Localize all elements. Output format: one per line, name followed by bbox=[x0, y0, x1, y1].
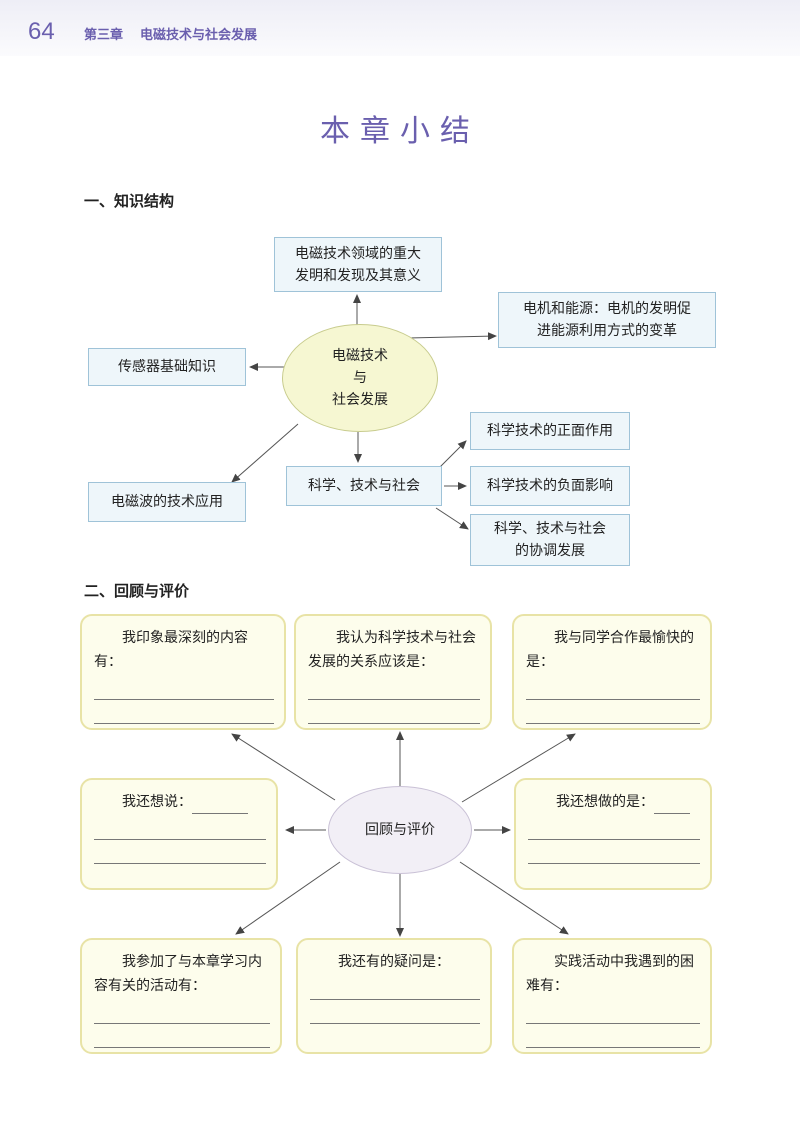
card-prompt: 我还有的疑问是： bbox=[338, 954, 450, 970]
writing-line[interactable] bbox=[526, 676, 700, 700]
card-want-to-do: 我还想做的是： bbox=[514, 778, 712, 890]
box-coordinated-line-1: 科学、技术与社会 bbox=[494, 521, 606, 537]
card-sts-relationship: 我认为科学技术与社会发展的关系应该是： bbox=[294, 614, 492, 730]
arrow-to-sub-box-3 bbox=[435, 507, 469, 530]
card-prompt: 我参加了与本章学习内容有关的活动有： bbox=[94, 954, 262, 994]
arrow-to-top-right-card bbox=[461, 733, 576, 803]
box-positive-role: 科学技术的正面作用 bbox=[470, 412, 630, 450]
box-motors-energy-line-1: 电机和能源：电机的发明促 bbox=[523, 301, 691, 317]
writing-line[interactable] bbox=[526, 1024, 700, 1048]
chapter-label: 第三章 bbox=[84, 28, 124, 43]
box-motors-energy: 电机和能源：电机的发明促 进能源利用方式的变革 bbox=[498, 292, 716, 348]
writing-line[interactable] bbox=[526, 1000, 700, 1024]
card-prompt: 实践活动中我遇到的困难有： bbox=[526, 954, 694, 994]
center-node-line-3: 社会发展 bbox=[332, 392, 388, 408]
card-want-to-say: 我还想说： bbox=[80, 778, 278, 890]
box-motors-energy-line-2: 进能源利用方式的变革 bbox=[537, 323, 677, 339]
center-node-line-2: 与 bbox=[353, 370, 367, 386]
box-em-waves: 电磁波的技术应用 bbox=[88, 482, 246, 522]
box-coordinated-line-2: 的协调发展 bbox=[515, 543, 585, 559]
card-prompt: 我印象最深刻的内容有： bbox=[94, 630, 248, 670]
card-prompt-text: 我还想说： bbox=[122, 794, 192, 810]
writing-line[interactable] bbox=[94, 1000, 270, 1024]
blank-input[interactable] bbox=[192, 797, 248, 814]
writing-line[interactable] bbox=[528, 840, 700, 864]
card-prompt: 我认为科学技术与社会发展的关系应该是： bbox=[308, 630, 476, 670]
writing-line[interactable] bbox=[310, 976, 480, 1000]
box-major-inventions-line-1: 电磁技术领域的重大 bbox=[295, 245, 421, 262]
box-negative-impact: 科学技术的负面影响 bbox=[470, 466, 630, 506]
card-best-cooperation: 我与同学合作最愉快的是： bbox=[512, 614, 712, 730]
arrow-to-bottom-right-card bbox=[459, 861, 569, 935]
writing-line[interactable] bbox=[94, 676, 274, 700]
arrow-to-bottom-left-card bbox=[235, 861, 341, 935]
section-heading-review: 二、回顾与评价 bbox=[84, 582, 190, 600]
writing-line[interactable] bbox=[310, 1000, 480, 1024]
card-prompt: 我还想做的是： bbox=[528, 790, 700, 814]
writing-line[interactable] bbox=[526, 700, 700, 724]
writing-line[interactable] bbox=[308, 676, 480, 700]
card-prompt: 我还想说： bbox=[94, 790, 266, 814]
section-heading-knowledge: 一、知识结构 bbox=[84, 192, 175, 210]
card-prompt-text: 我还想做的是： bbox=[556, 794, 654, 810]
box-sensors: 传感器基础知识 bbox=[88, 348, 246, 386]
writing-line[interactable] bbox=[94, 840, 266, 864]
box-major-inventions: 电磁技术领域的重大 发明和发现及其意义 bbox=[274, 237, 442, 292]
center-node-review: 回顾与评价 bbox=[328, 786, 472, 874]
center-node-em-tech: 电磁技术 与 社会发展 bbox=[282, 324, 438, 432]
card-questions: 我还有的疑问是： bbox=[296, 938, 492, 1054]
writing-line[interactable] bbox=[528, 816, 700, 840]
box-coordinated-development: 科学、技术与社会 的协调发展 bbox=[470, 514, 630, 566]
chapter-title: 电磁技术与社会发展 bbox=[140, 28, 258, 43]
card-activities: 我参加了与本章学习内容有关的活动有： bbox=[80, 938, 282, 1054]
box-sts: 科学、技术与社会 bbox=[286, 466, 442, 506]
blank-input[interactable] bbox=[654, 797, 690, 814]
card-most-impressive: 我印象最深刻的内容有： bbox=[80, 614, 286, 730]
writing-line[interactable] bbox=[308, 700, 480, 724]
page-number: 64 bbox=[28, 18, 55, 45]
header-band bbox=[0, 0, 800, 56]
arrow-to-right-box bbox=[407, 332, 497, 341]
writing-line[interactable] bbox=[94, 700, 274, 724]
box-major-inventions-line-2: 发明和发现及其意义 bbox=[295, 267, 421, 284]
card-difficulties: 实践活动中我遇到的困难有： bbox=[512, 938, 712, 1054]
writing-line[interactable] bbox=[94, 1024, 270, 1048]
arrow-to-bottom-left-box bbox=[231, 423, 299, 483]
center-node-line-1: 电磁技术 bbox=[332, 348, 388, 364]
summary-title: 本章小结 bbox=[320, 114, 480, 149]
arrow-to-top-left-card bbox=[231, 733, 336, 801]
writing-line[interactable] bbox=[94, 816, 266, 840]
card-prompt: 我与同学合作最愉快的是： bbox=[526, 630, 694, 670]
